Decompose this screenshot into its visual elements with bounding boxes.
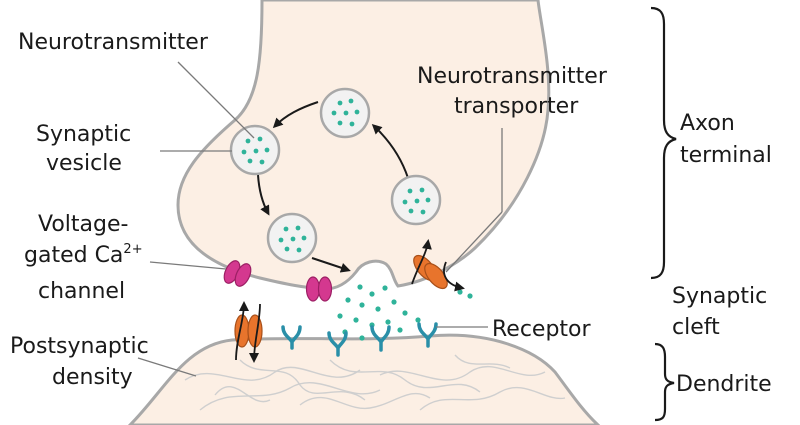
vgcc-label-superscript: 2+ xyxy=(123,242,142,257)
postsynaptic-density-fibers xyxy=(184,354,566,411)
dendrite-label: Dendrite xyxy=(676,372,772,397)
axon-terminal-label-line1: Axon xyxy=(680,111,735,136)
receptor-2 xyxy=(327,331,348,357)
vgcc-label-line3: channel xyxy=(38,279,125,304)
receptor-3 xyxy=(370,325,391,352)
receptor-group xyxy=(281,322,438,357)
axon-terminal-brace xyxy=(650,6,677,280)
axon-terminal-label-line2: terminal xyxy=(680,143,772,168)
cleft-neurotransmitters xyxy=(337,284,473,341)
synaptic-cleft-label-line1: Synaptic xyxy=(672,284,767,309)
dendrite-body xyxy=(127,333,601,425)
synaptic-cleft-label-line2: cleft xyxy=(672,315,720,340)
synaptic-vesicle-label-line1: Synaptic xyxy=(36,122,131,147)
transporter-label-line2: transporter xyxy=(454,94,579,119)
postsynaptic-density-label-line1: Postsynaptic xyxy=(10,334,149,359)
leader-lines xyxy=(137,61,503,377)
ca-channel-right xyxy=(305,276,333,302)
receptor-label: Receptor xyxy=(492,317,592,342)
synaptic-vesicle-label-line2: vesicle xyxy=(46,151,122,176)
vgcc-label-line1: Voltage- xyxy=(38,212,128,237)
postsynaptic-density-label-line2: density xyxy=(52,365,133,390)
dendrite-brace xyxy=(654,342,675,422)
receptor-1 xyxy=(281,325,302,350)
ca-channel-left xyxy=(223,260,252,287)
vesicle-neurotransmitters xyxy=(241,98,431,253)
transporter-label-line1: Neurotransmitter xyxy=(417,64,608,89)
transporter-presynaptic xyxy=(411,239,465,292)
vesicle-cycle-arrows xyxy=(257,101,409,273)
receptor-4 xyxy=(417,322,438,348)
transporter-postsynaptic xyxy=(234,301,263,363)
vgcc-label-line2: gated Ca2+ xyxy=(24,242,143,268)
axon-terminal-body xyxy=(176,0,551,291)
neurotransmitter-label: Neurotransmitter xyxy=(18,30,209,55)
vgcc-label-main: gated Ca xyxy=(24,243,123,268)
